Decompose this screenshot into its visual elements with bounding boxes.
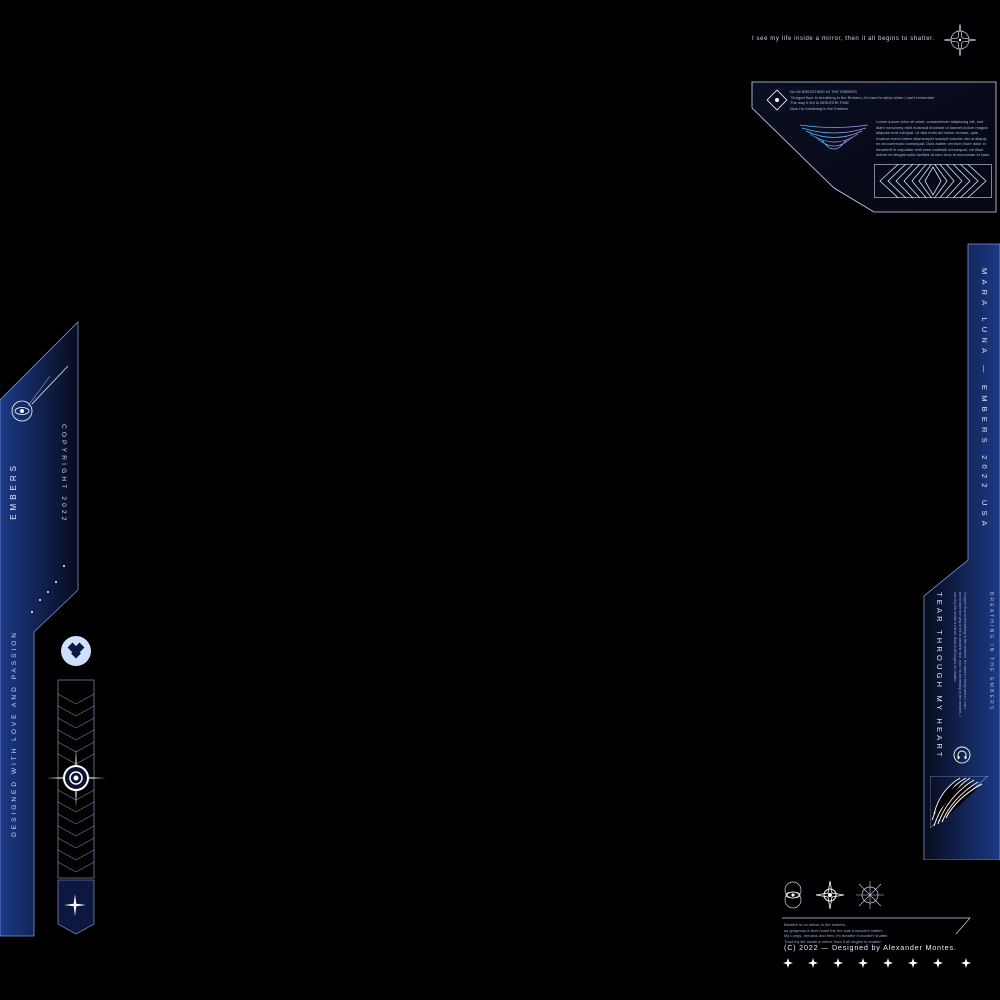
star-row-decoration xyxy=(783,958,971,968)
copyright-label: COPYRIGHT 2022 xyxy=(60,424,67,524)
card-line: The way it felt to BREATHE FINE xyxy=(790,100,850,105)
concentric-diamond-graphic xyxy=(874,164,992,198)
headphones-icon xyxy=(953,746,971,764)
holographic-stripe-graphic xyxy=(930,776,988,828)
star-icon xyxy=(833,958,843,968)
star-icon xyxy=(808,958,818,968)
star-icon xyxy=(783,958,793,968)
eye-comet-icon xyxy=(11,365,69,422)
card-line: "Gorged flour in breathing in the Embers… xyxy=(790,94,935,100)
bottom-lyric-line: Breathe in no sense in the embers, xyxy=(784,922,847,927)
bottom-divider-frame xyxy=(782,917,971,935)
diamond-eye-icon xyxy=(766,89,788,111)
starburst-circle-icon xyxy=(856,881,884,909)
card-line-title: No.06 BREATHING IN THE EMBERS xyxy=(790,89,857,94)
quote-text: I see my life inside a mirror, then it a… xyxy=(752,36,935,42)
artist-vertical-title: MARA LUNA — EMBERS 2022 USA xyxy=(980,268,989,531)
target-glow-icon xyxy=(46,748,106,808)
star-icon xyxy=(883,958,893,968)
sparkle-icon xyxy=(64,894,86,916)
wave-graphic xyxy=(800,121,868,150)
compass-diamond-icon xyxy=(816,881,844,909)
bottom-lyric-line: Trust my life inside a mirror, then it a… xyxy=(784,938,882,944)
designed-with-love-label: DESIGNED WITH LOVE AND PASSION xyxy=(11,630,18,837)
eye-rings-icon xyxy=(784,881,802,909)
top-info-card-frame xyxy=(751,81,997,213)
star-icon xyxy=(933,958,943,968)
side-text: BREATHING IN THE EMBERS xyxy=(988,592,994,712)
bottom-lyric-line: My Lungs, remains and then I'm breathe i… xyxy=(784,933,889,938)
card-line: Now I'm breathing in the Embers xyxy=(790,105,848,111)
star-icon xyxy=(858,958,868,968)
bottom-lyric-line: as gorgeous it didn't want the fire was … xyxy=(784,927,883,933)
emblem-icon xyxy=(61,636,91,666)
song-title: TEAR THROUGH MY HEART xyxy=(935,592,944,760)
card-lines: No.06 BREATHING IN THE EMBERS "Gorged fl… xyxy=(790,89,940,111)
star-icon xyxy=(961,958,971,968)
bottom-lyrics-block: Breathe in no sense in the embers, as go… xyxy=(784,922,964,944)
right-lyrics-block: Gorged flour in breathing in the embers,… xyxy=(953,592,967,718)
lorem-paragraph: Lorem ipsum dolor sit amet, consectetuer… xyxy=(876,119,990,159)
spectrum-gradient-graphic xyxy=(31,426,48,570)
embers-label: EMBERS xyxy=(9,462,18,520)
left-side-panel xyxy=(0,321,79,937)
right-side-panel xyxy=(923,243,1000,860)
chevron-column-graphic xyxy=(57,679,95,935)
compass-star-icon xyxy=(944,24,976,56)
dots-decoration xyxy=(31,565,65,613)
credit-line: (C) 2022 — Designed by Alexander Montes. xyxy=(784,943,957,952)
star-icon xyxy=(908,958,918,968)
